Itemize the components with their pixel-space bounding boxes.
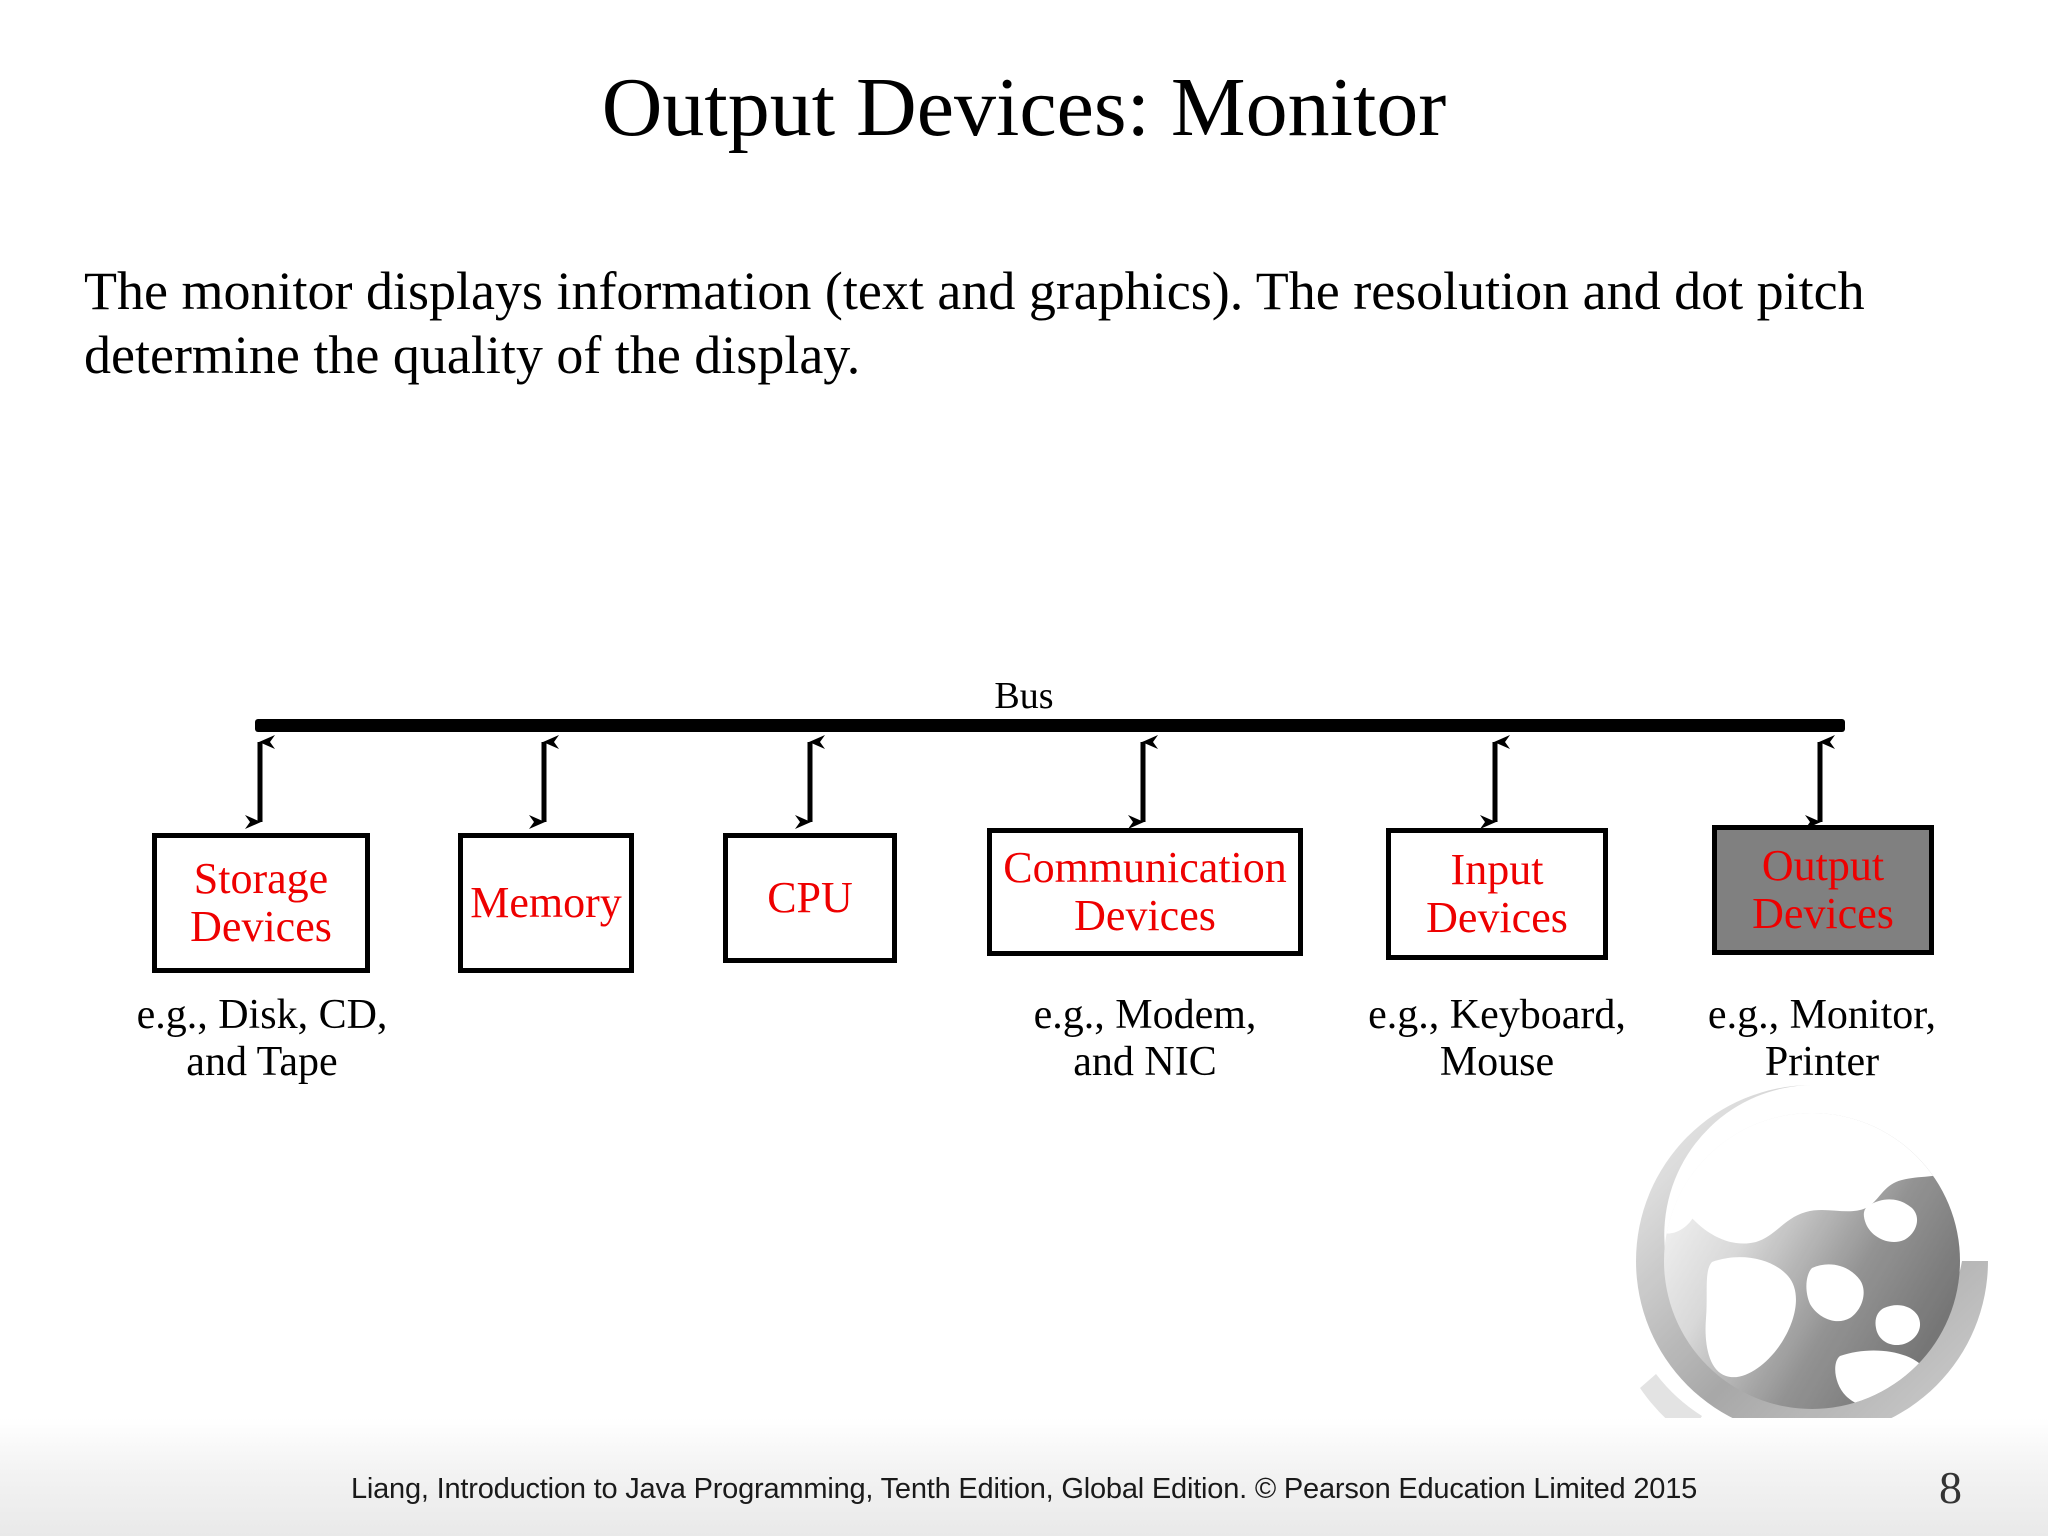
device-caption-output-devices: e.g., Monitor, Printer — [1707, 992, 1937, 1086]
page-title: Output Devices: Monitor — [601, 61, 1447, 154]
footer-credit: Liang, Introduction to Java Programming,… — [350, 1473, 1698, 1505]
body-paragraph: The monitor displays information (text a… — [84, 261, 1865, 385]
device-label-output-devices: Output Devices — [1752, 841, 1894, 938]
bus-bar — [255, 719, 1845, 732]
device-caption-storage-devices: e.g., Disk, CD, and Tape — [136, 992, 388, 1086]
globe-watermark-icon — [1636, 1085, 1988, 1472]
device-label-cpu: CPU — [767, 873, 853, 923]
device-box-storage-devices[interactable]: Storage Devices — [152, 833, 370, 973]
device-box-output-devices[interactable]: Output Devices — [1712, 825, 1934, 955]
device-caption-input-devices: e.g., Keyboard, Mouse — [1368, 992, 1626, 1086]
device-label-storage-devices: Storage Devices — [190, 854, 332, 951]
device-label-memory: Memory — [470, 878, 622, 928]
page-number: 8 — [1939, 1462, 1962, 1513]
footer-band — [0, 1418, 2048, 1536]
device-label-communication-devices: Communication Devices — [1003, 843, 1287, 940]
device-box-communication-devices[interactable]: Communication Devices — [987, 828, 1303, 956]
bus-label: Bus — [994, 675, 1054, 717]
device-box-cpu[interactable]: CPU — [723, 833, 897, 963]
device-label-input-devices: Input Devices — [1426, 845, 1568, 942]
device-box-input-devices[interactable]: Input Devices — [1386, 828, 1608, 960]
device-caption-communication-devices: e.g., Modem, and NIC — [1033, 992, 1257, 1086]
device-box-memory[interactable]: Memory — [458, 833, 634, 973]
bus-connectors — [245, 735, 1835, 829]
